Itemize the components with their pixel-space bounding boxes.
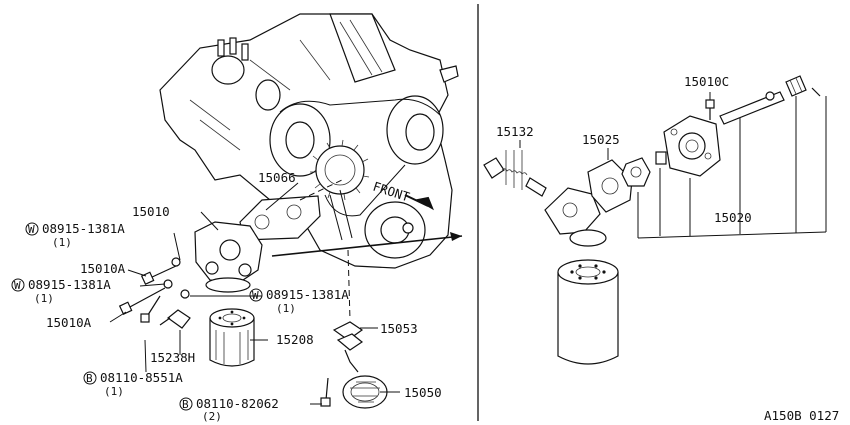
washer-mark-icon: W bbox=[28, 223, 35, 236]
oil-filter-15208-part bbox=[209, 308, 255, 367]
label-bolt-1-qty: (1) bbox=[104, 385, 124, 398]
washer-middle-part bbox=[163, 279, 173, 289]
label-washer-1-qty: (1) bbox=[52, 236, 72, 249]
label-15132: 15132 bbox=[496, 124, 534, 139]
washer-callout-2: W 08915-1381A (1) bbox=[11, 277, 111, 305]
label-bolt-1: 08110-8551A bbox=[100, 370, 183, 385]
rotor-part bbox=[621, 151, 667, 187]
label-15010: 15010 bbox=[132, 204, 170, 219]
diagram-code: A150B 0127 bbox=[764, 408, 839, 423]
label-washer-3: 08915-1381A bbox=[266, 287, 349, 302]
front-arrow-icon bbox=[404, 194, 434, 211]
label-bolt-2-qty: (2) bbox=[202, 410, 222, 423]
label-15066: 15066 bbox=[258, 170, 296, 185]
label-15010A-upper: 15010A bbox=[80, 261, 126, 276]
pump-body-15020-part bbox=[663, 115, 721, 177]
washer-mark-icon: W bbox=[252, 289, 259, 302]
label-15208: 15208 bbox=[276, 332, 314, 347]
label-15053: 15053 bbox=[380, 321, 418, 336]
bolt-mark-icon: B bbox=[182, 398, 189, 411]
label-15020: 15020 bbox=[714, 210, 752, 225]
engine-illustration bbox=[159, 13, 459, 269]
washer-upper-part bbox=[171, 257, 181, 267]
strainer-15050-part bbox=[342, 349, 388, 409]
pump-cover-part bbox=[544, 187, 607, 247]
label-15050: 15050 bbox=[404, 385, 442, 400]
bolt-08110-82062-part bbox=[320, 377, 331, 407]
gasket-15053-part bbox=[332, 321, 364, 351]
drive-shaft-part bbox=[719, 75, 821, 125]
label-washer-3-qty: (1) bbox=[276, 302, 296, 315]
bolt-callout-2: B 08110-82062 (2) bbox=[179, 396, 279, 423]
pressure-switch-15238H-part bbox=[159, 309, 191, 329]
right-leader-lines bbox=[519, 92, 827, 239]
oil-pump-15010-part bbox=[194, 221, 263, 293]
label-bolt-2: 08110-82062 bbox=[196, 396, 279, 411]
washer-mark-icon: W bbox=[14, 279, 21, 292]
label-washer-2: 08915-1381A bbox=[28, 277, 111, 292]
label-15025: 15025 bbox=[582, 132, 620, 147]
bolt-callout-1: B 08110-8551A (1) bbox=[83, 370, 183, 398]
bolt-15010A-lower-part bbox=[118, 287, 166, 316]
bolt-mark-icon: B bbox=[86, 372, 93, 385]
washer-lower-part bbox=[180, 289, 190, 299]
label-15010C: 15010C bbox=[684, 74, 729, 89]
label-washer-1: 08915-1381A bbox=[42, 221, 125, 236]
label-15238H: 15238H bbox=[150, 350, 195, 365]
relief-valve-15132-part bbox=[483, 150, 547, 197]
oil-filter-large-part bbox=[557, 259, 619, 365]
label-15010A-lower: 15010A bbox=[46, 315, 92, 330]
gasket-15025-part bbox=[587, 159, 633, 213]
transfer-arrow-icon bbox=[271, 235, 463, 257]
washer-callout-3: W 08915-1381A (1) bbox=[249, 287, 349, 315]
label-washer-2-qty: (1) bbox=[34, 292, 54, 305]
bolt-15010C-part bbox=[705, 99, 715, 120]
bolt-08110-8551A-part bbox=[140, 295, 161, 323]
washer-callout-1: W 08915-1381A (1) bbox=[25, 221, 125, 249]
